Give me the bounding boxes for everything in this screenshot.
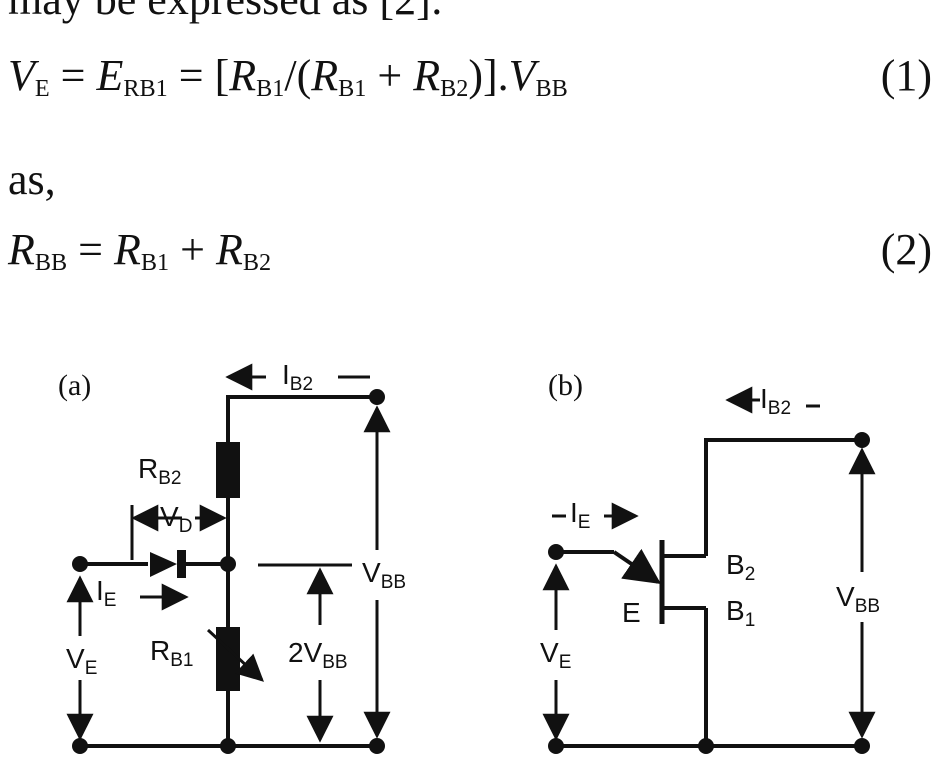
eq1-e-sub: RB1 xyxy=(123,75,168,103)
label-b1-sub: 1 xyxy=(745,610,756,631)
label-ve-b-sub: E xyxy=(559,652,572,673)
eq1-r2: R xyxy=(311,51,339,100)
eq2-lhs-sub: BB xyxy=(34,249,68,277)
junction-node-a xyxy=(220,556,236,572)
panel-label-a: (a) xyxy=(58,369,91,402)
label-e: E xyxy=(622,597,641,628)
label-vd: VD xyxy=(160,501,192,537)
label-two-vbb-main: 2V xyxy=(288,637,323,668)
label-b2: B2 xyxy=(726,549,755,585)
label-ie-b-main: I xyxy=(570,497,578,528)
label-vd-main: V xyxy=(160,501,179,532)
label-vd-sub: D xyxy=(179,516,193,537)
eq2-r2: R xyxy=(215,225,243,274)
label-ib2-a: IB2 xyxy=(282,359,313,395)
eq1-r3-sub: B2 xyxy=(440,75,469,103)
eq1-vbb-sub: BB xyxy=(535,75,568,103)
eq1-r3: R xyxy=(413,51,441,100)
label-ve-a-main: V xyxy=(66,643,85,674)
label-b1: B1 xyxy=(726,595,755,631)
top-wire-a xyxy=(226,395,377,442)
equation-1: VE = ERB1 = [RB1/(RB1 + RB2)].VBB xyxy=(8,51,568,103)
label-ve-b: VE xyxy=(540,637,571,673)
resistor-rb1 xyxy=(216,627,240,691)
label-rb1: RB1 xyxy=(150,635,193,671)
eq1-r1: R xyxy=(229,51,257,100)
label-two-vbb: 2VBB xyxy=(288,637,348,673)
eq2-r2-sub: B2 xyxy=(242,249,272,277)
terminal-top-right-b xyxy=(854,432,870,448)
label-ie-b: IE xyxy=(570,497,590,533)
label-b2-main: B xyxy=(726,549,745,580)
node-bottom-mid-a xyxy=(220,738,236,754)
label-rb1-main: R xyxy=(150,635,170,666)
rb1-variable-arrow xyxy=(206,628,264,682)
panel-label-b: (b) xyxy=(548,369,583,402)
label-vbb-a-sub: BB xyxy=(381,572,406,593)
label-ie-a-main: I xyxy=(96,575,104,606)
label-vbb-a-main: V xyxy=(362,557,381,588)
label-ib2-a-main: I xyxy=(282,359,290,390)
label-rb2-sub: B2 xyxy=(158,468,181,489)
label-rb1-sub: B1 xyxy=(170,650,193,671)
label-ib2-b: IB2 xyxy=(760,383,791,419)
label-ie-a-sub: E xyxy=(104,590,117,611)
label-ib2-b-main: I xyxy=(760,383,768,414)
eq1-r1-sub: B1 xyxy=(256,75,285,103)
resistor-rb2 xyxy=(216,442,240,498)
label-b1-main: B xyxy=(726,595,745,626)
label-ib2-a-sub: B2 xyxy=(290,374,313,395)
eq1-v: V xyxy=(8,51,35,100)
eq1-v-sub: E xyxy=(34,75,50,103)
label-ve-a-sub: E xyxy=(85,658,98,679)
label-vbb-b: VBB xyxy=(836,581,880,617)
eq2-lhs: R xyxy=(8,225,35,274)
label-two-vbb-sub: BB xyxy=(322,652,347,673)
clipped-text-line: may be expressed as [2]: xyxy=(8,0,443,22)
top-wire-b xyxy=(704,438,862,556)
label-ie-a: IE xyxy=(96,575,116,611)
terminal-emitter-a xyxy=(72,556,88,572)
equation-2-number: (2) xyxy=(880,225,932,274)
figure-a: (a) IB2 RB2 VD IE VE RB1 xyxy=(58,359,406,754)
ujt-emitter-arrow xyxy=(612,548,661,585)
terminal-bottom-right-b xyxy=(854,738,870,754)
diode-triangle xyxy=(150,552,177,577)
label-rb2-main: R xyxy=(138,453,158,484)
terminal-bottom-left-a xyxy=(72,738,88,754)
label-vbb-b-sub: BB xyxy=(855,596,880,617)
figure-b: (b) IB2 E B2 B1 IE VE VBB xyxy=(540,369,880,754)
eq1-e: E xyxy=(96,51,124,100)
terminal-emitter-b xyxy=(548,544,564,560)
diode-bar xyxy=(177,550,186,578)
equation-1-number: (1) xyxy=(880,51,932,100)
label-vbb-a: VBB xyxy=(362,557,406,593)
label-vbb-b-main: V xyxy=(836,581,855,612)
label-ve-a: VE xyxy=(66,643,97,679)
eq1-vbb: V xyxy=(508,51,536,100)
terminal-top-right-a xyxy=(369,389,385,405)
terminal-bottom-right-a xyxy=(369,738,385,754)
terminal-bottom-left-b xyxy=(548,738,564,754)
label-b2-sub: 2 xyxy=(745,564,756,585)
eq2-r1: R xyxy=(114,225,141,274)
eq1-r2-sub: B1 xyxy=(338,75,367,103)
node-bottom-mid-b xyxy=(698,738,714,754)
as-text: as, xyxy=(8,155,56,204)
label-ve-b-main: V xyxy=(540,637,559,668)
label-ie-b-sub: E xyxy=(578,512,591,533)
eq2-r1-sub: B1 xyxy=(140,249,170,277)
equation-2: RBB = RB1 + RB2 xyxy=(8,225,272,277)
label-rb2: RB2 xyxy=(138,453,181,489)
label-ib2-b-sub: B2 xyxy=(768,398,791,419)
